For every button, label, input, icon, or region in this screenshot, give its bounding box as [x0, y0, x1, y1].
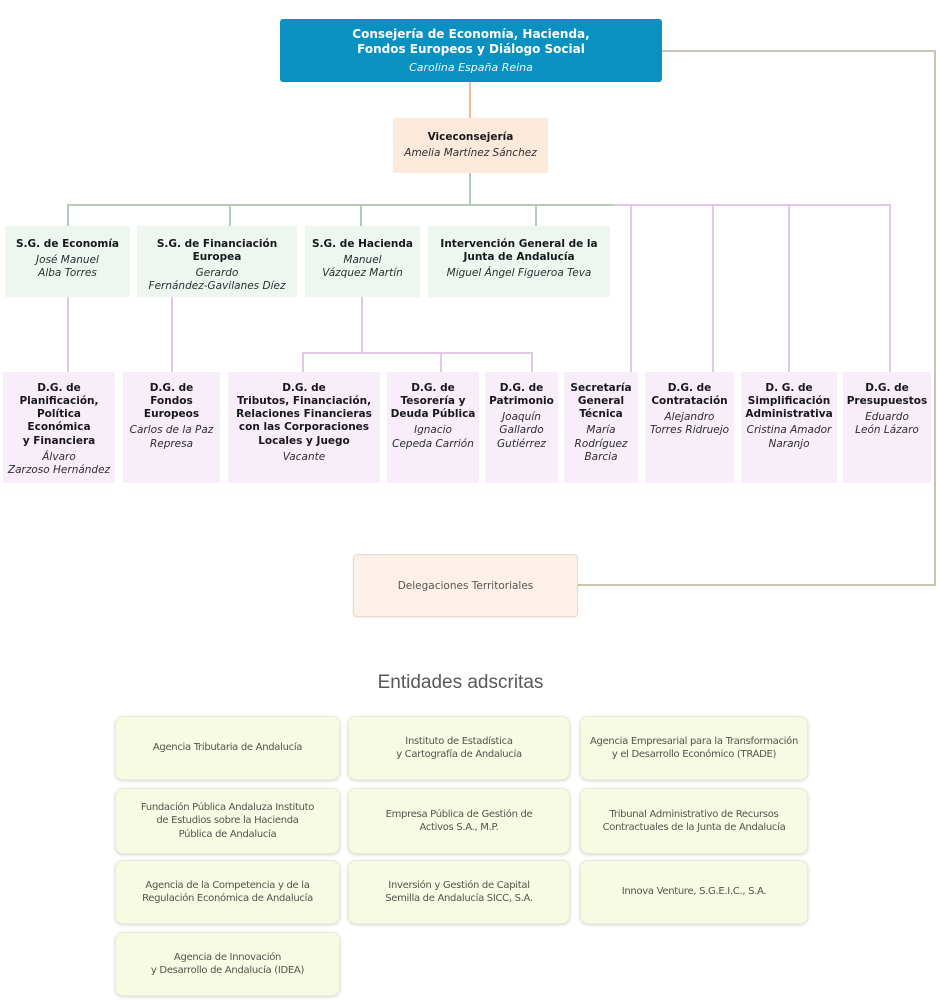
node-person: Alejandro Torres Ridruejo [649, 411, 730, 437]
node-person: Álvaro Zarzoso Hernández [7, 450, 111, 476]
node-person: Eduardo León Lázaro [855, 411, 919, 437]
connector-drop-tributos [302, 353, 304, 372]
node-dg-planificacion[interactable]: D.G. de Planificación, Política Económic… [3, 372, 115, 483]
connector-hacienda-riser [361, 297, 363, 353]
entity-capital-semilla[interactable]: Inversión y Gestión de Capital Semilla d… [348, 860, 570, 924]
node-person: Gerardo Fernández-Gavilanes Díez [148, 267, 286, 293]
node-intervencion-general[interactable]: Intervención General de la Junta de Anda… [428, 226, 610, 297]
node-title: D.G. de Fondos Europeos [143, 382, 200, 421]
node-title: Viceconsejería [427, 130, 514, 143]
node-title: D.G. de Tributos, Financiación, Relacion… [236, 382, 372, 447]
entity-trade[interactable]: Agencia Empresarial para la Transformaci… [580, 716, 808, 780]
entity-fundacion-hacienda-publica[interactable]: Fundación Pública Andaluza Instituto de … [115, 788, 340, 854]
node-title: Intervención General de la Junta de Anda… [440, 238, 598, 264]
node-title: S.G. de Financiación Europea [156, 238, 278, 264]
connector-financiacion-to-fondos [171, 297, 173, 372]
node-dg-patrimonio[interactable]: D.G. de Patrimonio Joaquín Gallardo Guti… [485, 372, 558, 483]
node-dg-tesoreria[interactable]: D.G. de Tesorería y Deuda Pública Ignaci… [387, 372, 479, 483]
entity-agencia-idea[interactable]: Agencia de Innovación y Desarrollo de An… [115, 932, 340, 996]
node-dg-tributos[interactable]: D.G. de Tributos, Financiación, Relacion… [228, 372, 380, 483]
entity-agencia-competencia[interactable]: Agencia de la Competencia y de la Regula… [115, 860, 340, 924]
connector-drop-sg-financiacion [229, 205, 231, 226]
connector-delegaciones-horizontal [578, 584, 936, 586]
node-title: Secretaría General Técnica [570, 382, 632, 421]
entity-innova-venture[interactable]: Innova Venture, S.G.E.I.C., S.A. [580, 860, 808, 924]
connector-drop-presupuestos [889, 205, 891, 372]
node-title: D.G. de Patrimonio [489, 382, 554, 408]
node-title: S.G. de Hacienda [311, 238, 413, 250]
node-sg-financiacion-europea[interactable]: S.G. de Financiación Europea Gerardo Fer… [137, 226, 297, 297]
node-title: Consejería de Economía, Hacienda, Fondos… [352, 26, 590, 56]
connector-drop-secretaria-general [630, 205, 632, 372]
entity-instituto-estadistica[interactable]: Instituto de Estadística y Cartografía d… [348, 716, 570, 780]
connector-economia-to-planificacion [67, 297, 69, 372]
node-title: D.G. de Planificación, Política Económic… [19, 382, 99, 447]
node-title: S.G. de Economía [15, 238, 120, 250]
connector-drop-intervencion [535, 205, 537, 226]
connector-drop-sg-economia [67, 205, 69, 226]
node-person: Amelia Martínez Sánchez [404, 147, 537, 159]
node-consejeria[interactable]: Consejería de Economía, Hacienda, Fondos… [280, 19, 662, 82]
node-dg-contratacion[interactable]: D.G. de Contratación Alejandro Torres Ri… [645, 372, 734, 483]
node-person: Carolina España Reina [409, 60, 533, 74]
connector-drop-tesoreria [440, 353, 442, 372]
connector-drop-patrimonio [531, 353, 533, 372]
node-title: D.G. de Tesorería y Deuda Pública [390, 382, 476, 421]
connector-drop-simplificacion [788, 205, 790, 372]
node-title: Delegaciones Territoriales [397, 579, 534, 592]
connector-drop-sg-hacienda [360, 205, 362, 226]
node-person: María Rodríguez Barcia [574, 424, 628, 463]
node-person: Miguel Ángel Figueroa Teva [446, 267, 592, 280]
node-person: Manuel Vázquez Martín [322, 254, 403, 280]
node-person: Ignacio Cepeda Carrión [392, 424, 474, 450]
connector-main-horizontal-purple [613, 204, 891, 206]
entity-agencia-tributaria[interactable]: Agencia Tributaria de Andalucía [115, 716, 340, 780]
connector-root-to-vice [469, 82, 471, 118]
connector-root-right-horizontal [662, 50, 936, 52]
node-sg-economia[interactable]: S.G. de Economía José Manuel Alba Torres [5, 226, 130, 297]
node-secretaria-general-tecnica[interactable]: Secretaría General Técnica María Rodrígu… [564, 372, 638, 483]
node-sg-hacienda[interactable]: S.G. de Hacienda Manuel Vázquez Martín [305, 226, 420, 297]
node-viceconsejeria[interactable]: Viceconsejería Amelia Martínez Sánchez [393, 118, 548, 173]
node-person: Vacante [282, 450, 326, 463]
node-dg-fondos-europeos[interactable]: D.G. de Fondos Europeos Carlos de la Paz… [123, 372, 220, 483]
node-person: José Manuel Alba Torres [36, 254, 99, 280]
entity-tribunal-recursos-contractuales[interactable]: Tribunal Administrativo de Recursos Cont… [580, 788, 808, 854]
entity-gestion-activos[interactable]: Empresa Pública de Gestión de Activos S.… [348, 788, 570, 854]
node-title: D.G. de Presupuestos [846, 382, 928, 408]
node-dg-simplificacion[interactable]: D. G. de Simplificación Administrativa C… [741, 372, 837, 483]
connector-main-horizontal-green [67, 204, 613, 206]
connector-drop-contratacion [712, 205, 714, 372]
node-dg-presupuestos[interactable]: D.G. de Presupuestos Eduardo León Lázaro [843, 372, 931, 483]
entities-heading: Entidades adscritas [377, 672, 544, 693]
connector-vice-riser [469, 173, 471, 205]
connector-right-edge-vertical [934, 50, 936, 586]
node-person: Cristina Amador Naranjo [746, 424, 832, 450]
connector-hacienda-horizontal [302, 352, 533, 354]
node-person: Carlos de la Paz Represa [129, 424, 214, 450]
node-title: D. G. de Simplificación Administrativa [745, 382, 833, 421]
node-title: D.G. de Contratación [651, 382, 728, 408]
node-delegaciones-territoriales[interactable]: Delegaciones Territoriales [353, 554, 578, 617]
node-person: Joaquín Gallardo Gutiérrez [497, 411, 546, 450]
